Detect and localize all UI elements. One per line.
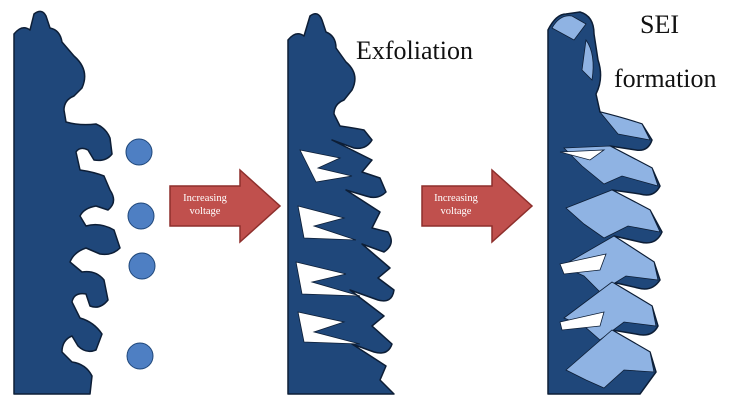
circle-particle-icon	[128, 252, 156, 280]
sei-layer	[565, 329, 655, 389]
circle-particle-icon	[125, 138, 153, 166]
panel-sei-formation	[547, 11, 663, 395]
crack	[299, 149, 353, 183]
crack	[297, 311, 361, 345]
circle-particle-icon	[126, 342, 154, 370]
crack	[559, 253, 607, 275]
crack	[295, 261, 361, 297]
arrow-label-1-line1: Increasing	[183, 193, 227, 204]
crack	[559, 149, 606, 161]
sei-layer	[598, 111, 651, 141]
arrow-label-2-line1: Increasing	[434, 193, 478, 204]
crack	[559, 311, 605, 331]
right-arrow-icon	[169, 168, 282, 244]
electrode-initial	[13, 10, 121, 395]
arrow-label-1-line2: voltage	[189, 206, 221, 218]
sei-caption-line2: formation	[614, 64, 717, 93]
sei-layer	[565, 189, 661, 239]
exfoliation-caption: Exfoliation	[356, 36, 473, 65]
arrow-label-1: Increasing voltage	[174, 192, 236, 218]
circle-particle-icon	[127, 202, 155, 230]
sei-caption-line1: SEI	[640, 10, 679, 39]
electrode-exfoliated	[287, 13, 395, 395]
sei-layer	[581, 38, 594, 81]
right-arrow-icon	[421, 168, 534, 244]
sei-layer	[551, 15, 587, 41]
panel-exfoliation	[287, 13, 395, 395]
crack	[297, 205, 357, 241]
panel-initial	[13, 10, 156, 395]
arrow-label-2: Increasing voltage	[425, 192, 487, 218]
sei-layer	[561, 235, 659, 293]
arrow-label-2-line2: voltage	[440, 206, 472, 218]
